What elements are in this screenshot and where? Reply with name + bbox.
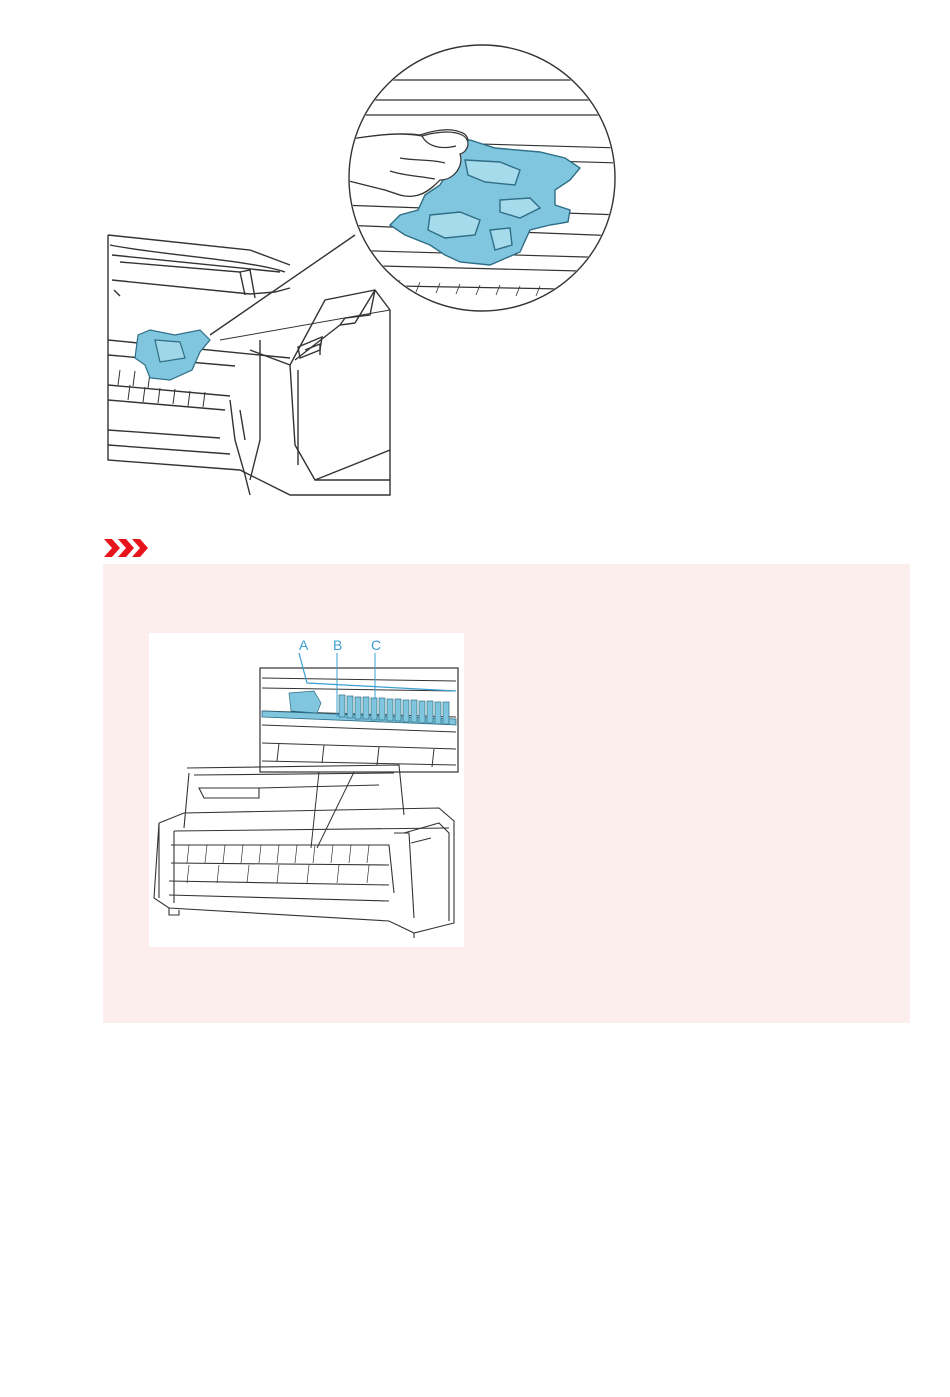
callout-label-b: B — [333, 637, 342, 653]
parts-location-figure: A B C — [149, 633, 464, 947]
carriage-wiping-illustration — [100, 40, 620, 510]
important-note-box: A B C — [103, 564, 910, 1023]
parts-location-illustration: A B C — [149, 633, 464, 947]
callout-label-a: A — [299, 637, 309, 653]
important-chevrons-icon — [104, 539, 152, 557]
callout-label-c: C — [371, 637, 381, 653]
